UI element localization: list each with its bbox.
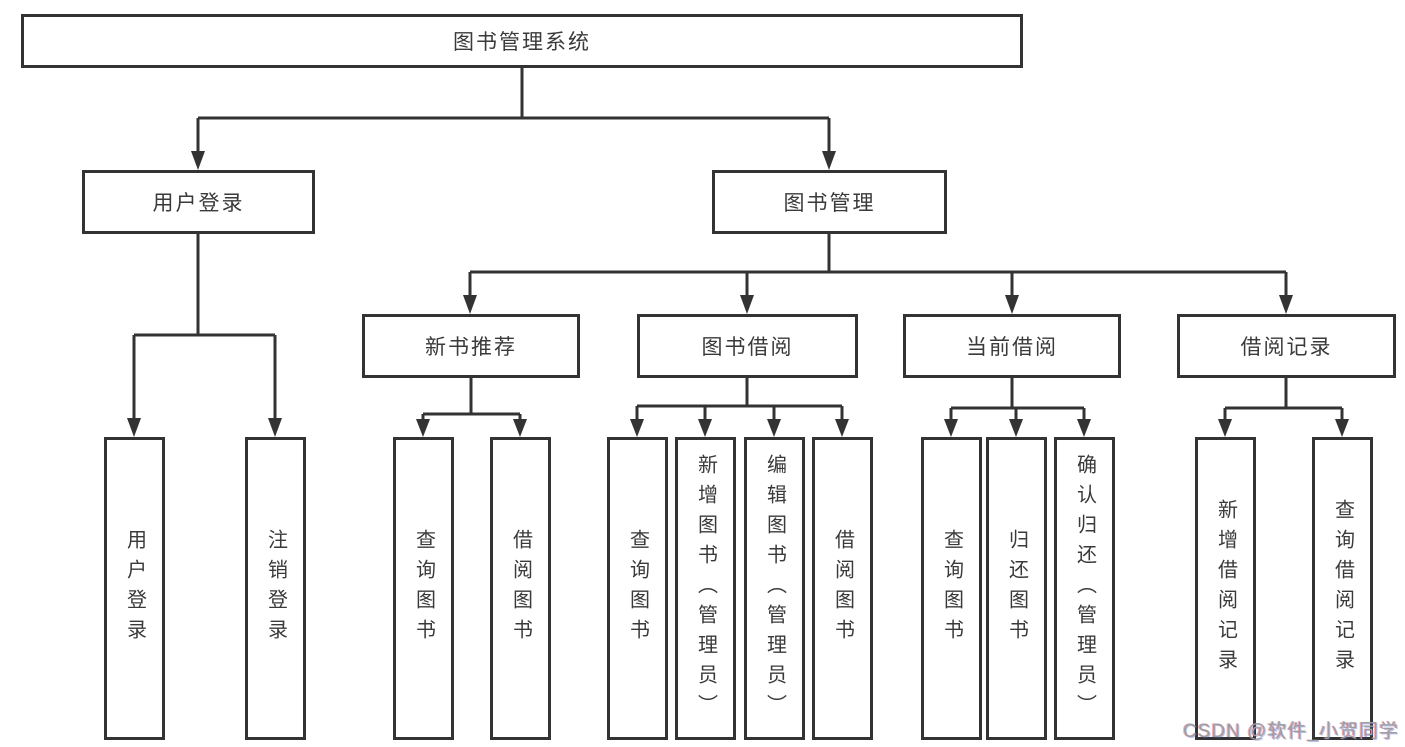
leaf-add-book-admin: 新增图书（管理员） [675,437,736,740]
node-current-borrowing: 当前借阅 [903,314,1121,378]
leaf-return-books: 归还图书 [986,437,1047,740]
leaf-borrow-books-2: 借阅图书 [812,437,873,740]
node-book-management: 图书管理 [712,170,947,234]
leaf-user-login: 用户登录 [104,437,165,740]
leaf-search-books-2: 查询图书 [607,437,668,740]
leaf-search-books-3: 查询图书 [921,437,982,740]
node-borrowing-records: 借阅记录 [1177,314,1396,378]
leaf-add-borrow-record: 新增借阅记录 [1195,437,1256,740]
leaf-confirm-return-admin: 确认归还（管理员） [1054,437,1115,740]
node-new-book-recommend: 新书推荐 [362,314,580,378]
leaf-borrow-books-1: 借阅图书 [490,437,551,740]
leaf-logout: 注销登录 [245,437,306,740]
node-book-borrowing: 图书借阅 [637,314,858,378]
leaf-search-books-1: 查询图书 [393,437,454,740]
leaf-edit-book-admin: 编辑图书（管理员） [744,437,805,740]
leaf-search-borrow-record: 查询借阅记录 [1312,437,1373,740]
node-root: 图书管理系统 [21,14,1023,68]
node-user-login: 用户登录 [82,170,315,234]
watermark: CSDN @软件_小贺同学 [1183,721,1399,742]
